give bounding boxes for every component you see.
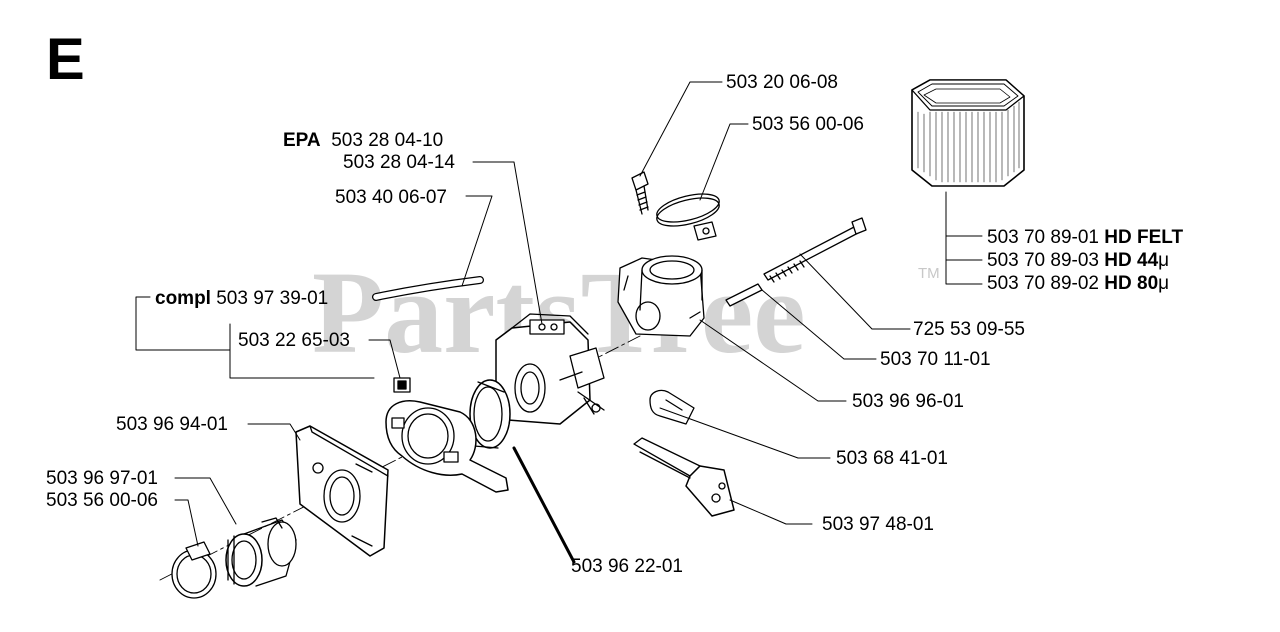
part-label[interactable]: compl 503 97 39-01 xyxy=(155,289,328,309)
fuel-hose-part xyxy=(372,276,484,301)
part-label[interactable]: 503 22 65-03 xyxy=(238,331,350,351)
part-suffix: HD FELT xyxy=(1104,227,1184,248)
part-number: 503 40 06-07 xyxy=(335,187,447,208)
part-number: 503 28 04-10 xyxy=(331,130,444,151)
part-label[interactable]: 503 70 89-01 HD FELT xyxy=(987,228,1183,248)
air-filter-part xyxy=(911,79,1025,187)
assembly-axis xyxy=(159,335,641,581)
part-number: 503 22 65-03 xyxy=(238,330,350,351)
part-label[interactable]: 503 96 94-01 xyxy=(116,415,228,435)
part-label[interactable]: 503 96 96-01 xyxy=(852,392,964,412)
part-unit: μ xyxy=(1158,273,1170,294)
part-label[interactable]: 503 97 48-01 xyxy=(822,515,934,535)
intake-adapter-part xyxy=(225,517,297,587)
part-number: 503 97 48-01 xyxy=(822,514,934,535)
part-suffix: HD 80 xyxy=(1104,273,1159,294)
part-label[interactable]: 503 96 97-01 xyxy=(46,469,158,489)
part-label[interactable]: 503 70 89-03 HD 44μ xyxy=(987,251,1169,271)
bracket-part xyxy=(633,437,735,517)
gasket-ring-part xyxy=(469,379,511,449)
part-number: 503 70 89-01 xyxy=(987,227,1099,248)
part-number: 503 28 04-14 xyxy=(343,152,455,173)
part-number: 503 70 89-03 xyxy=(987,250,1099,271)
part-label[interactable]: 503 28 04-14 xyxy=(343,153,455,173)
part-label[interactable]: 503 40 06-07 xyxy=(335,188,447,208)
part-prefix: EPA xyxy=(283,130,321,151)
watermark-trademark: TM xyxy=(918,265,940,282)
part-label[interactable]: 503 70 11-01 xyxy=(880,350,991,370)
part-number: 503 68 41-01 xyxy=(836,448,948,469)
intake-manifold-part xyxy=(617,255,705,337)
part-label[interactable]: 725 53 09-55 xyxy=(913,320,1025,340)
section-letter: E xyxy=(46,27,85,92)
part-number: 503 56 00-06 xyxy=(752,114,864,135)
screw-part xyxy=(631,171,649,215)
choke-lever-part xyxy=(649,389,695,425)
lower-clamp-part xyxy=(171,541,217,599)
part-label[interactable]: 503 56 00-06 xyxy=(752,115,864,135)
part-number: 503 97 39-01 xyxy=(216,288,329,309)
part-number: 725 53 09-55 xyxy=(913,319,1025,340)
part-suffix: HD 44 xyxy=(1104,250,1159,271)
part-label[interactable]: 503 56 00-06 xyxy=(46,491,158,511)
part-number: 503 70 11-01 xyxy=(880,349,991,370)
part-prefix: compl xyxy=(155,288,211,309)
hose-clamp-part xyxy=(656,193,720,241)
part-label[interactable]: 503 96 22-01 xyxy=(571,557,683,577)
part-number: 503 96 94-01 xyxy=(116,414,228,435)
part-number: 503 56 00-06 xyxy=(46,490,158,511)
airbox-part xyxy=(295,425,389,557)
flange-plate-part xyxy=(385,400,509,493)
part-label[interactable]: 503 70 89-02 HD 80μ xyxy=(987,274,1169,294)
part-number: 503 96 96-01 xyxy=(852,391,964,412)
bolt-part xyxy=(763,217,867,283)
part-number: 503 70 89-02 xyxy=(987,273,1099,294)
part-unit: μ xyxy=(1158,250,1170,271)
part-label[interactable]: 503 20 06-08 xyxy=(726,73,838,93)
part-number: 503 96 22-01 xyxy=(571,556,683,577)
part-label[interactable]: EPA 503 28 04-10 xyxy=(283,131,443,151)
part-number: 503 96 97-01 xyxy=(46,468,158,489)
leader-lines xyxy=(135,81,983,564)
part-number: 503 20 06-08 xyxy=(726,72,838,93)
part-label[interactable]: 503 68 41-01 xyxy=(836,449,948,469)
grommet-part xyxy=(393,377,411,393)
